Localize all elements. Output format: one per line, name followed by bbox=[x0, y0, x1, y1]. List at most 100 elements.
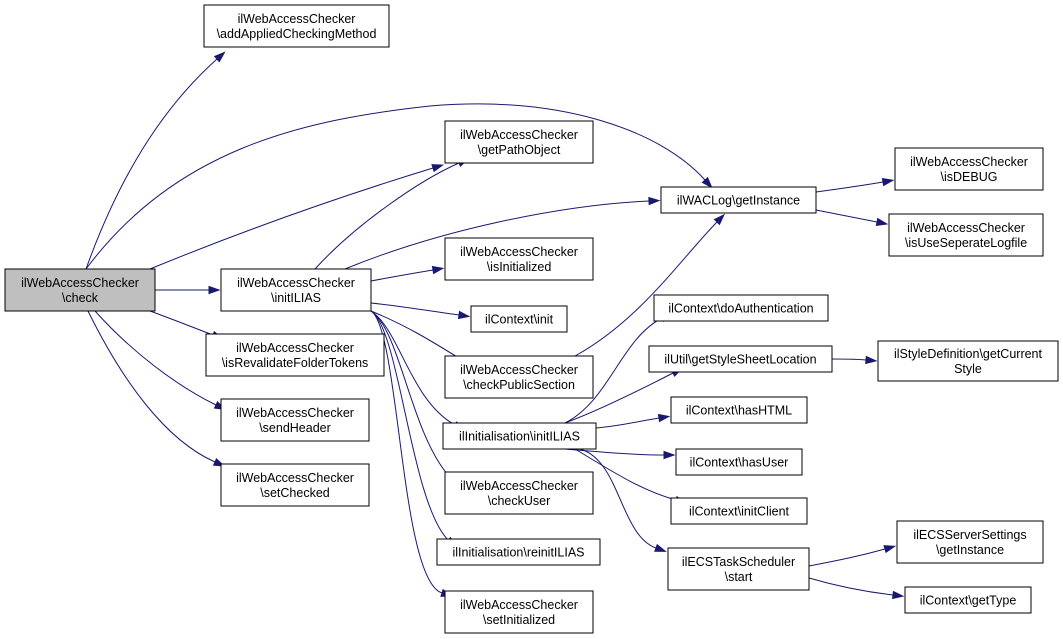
edge-line bbox=[831, 358, 867, 361]
node-ecsStart[interactable]: ilECSTaskScheduler\start bbox=[667, 547, 810, 591]
node-box bbox=[653, 294, 829, 322]
node-isRevalidate[interactable]: ilWebAccessChecker\isRevalidateFolderTok… bbox=[205, 333, 385, 377]
edge-line bbox=[370, 269, 434, 282]
node-label-line: \isUseSeperateLogfile bbox=[905, 236, 1027, 250]
node-initInitILIAS[interactable]: ilInitialisation\initILIAS bbox=[442, 422, 597, 450]
node-label-line: ilWACLog\getInstance bbox=[677, 194, 800, 208]
node-box bbox=[220, 268, 372, 312]
node-label-line: ilInitialisation\initILIAS bbox=[459, 430, 580, 444]
node-addApplied[interactable]: ilWebAccessChecker\addAppliedCheckingMet… bbox=[203, 4, 390, 48]
node-label-line: \setChecked bbox=[260, 486, 330, 500]
edge-line bbox=[149, 167, 434, 270]
arrowhead bbox=[431, 164, 445, 173]
node-box bbox=[675, 448, 803, 476]
node-label-line: ilWebAccessChecker bbox=[460, 363, 578, 377]
node-box bbox=[670, 396, 808, 424]
edge-initInitILIAS-to-hasUser bbox=[564, 448, 676, 460]
edge-line bbox=[370, 310, 463, 361]
edge-line bbox=[85, 103, 706, 270]
node-root[interactable]: ilWebAccessChecker\check bbox=[4, 268, 156, 312]
node-hasHTML[interactable]: ilContext\hasHTML bbox=[670, 396, 808, 424]
edge-line bbox=[370, 310, 443, 594]
edge-line bbox=[85, 58, 218, 270]
node-styleLoc[interactable]: ilUtil\getStyleSheetLocation bbox=[648, 345, 833, 373]
node-isInitialized[interactable]: ilWebAccessChecker\isInitialized bbox=[444, 237, 594, 281]
node-label-line: \sendHeader bbox=[259, 421, 331, 435]
node-label-line: \setInitialized bbox=[483, 613, 555, 627]
node-box bbox=[444, 237, 594, 281]
node-label-line: ilWebAccessChecker bbox=[907, 221, 1025, 235]
node-label-line: ilStyleDefinition\getCurrent bbox=[894, 347, 1043, 361]
node-box bbox=[220, 398, 370, 442]
node-label-line: ilContext\initClient bbox=[689, 505, 790, 519]
node-label-line: ilWebAccessChecker bbox=[460, 128, 578, 142]
node-isDebug[interactable]: ilWebAccessChecker\isDEBUG bbox=[894, 147, 1044, 191]
edge-line bbox=[815, 209, 878, 223]
edge-line bbox=[574, 221, 718, 357]
edge-line bbox=[574, 448, 677, 501]
node-setChecked[interactable]: ilWebAccessChecker\setChecked bbox=[220, 463, 370, 507]
arrowhead bbox=[648, 196, 661, 206]
node-ctxInit[interactable]: ilContext\init bbox=[470, 305, 568, 333]
node-initClient[interactable]: ilContext\initClient bbox=[670, 497, 808, 525]
edge-ecsStart-to-getType bbox=[808, 577, 905, 600]
node-box bbox=[894, 147, 1044, 191]
edge-root-to-wacLog bbox=[85, 103, 713, 270]
arrowhead bbox=[865, 355, 878, 365]
node-label-line: \isInitialized bbox=[487, 260, 552, 274]
arrowhead bbox=[457, 310, 471, 320]
node-hasUser[interactable]: ilContext\hasUser bbox=[675, 448, 803, 476]
node-label-line: ilWebAccessChecker bbox=[236, 341, 354, 355]
node-initILIAS[interactable]: ilWebAccessChecker\initILIAS bbox=[220, 268, 372, 312]
node-label-line: ilContext\getType bbox=[920, 594, 1017, 608]
arrowhead bbox=[701, 176, 713, 189]
edge-line bbox=[87, 310, 216, 463]
node-wacLog[interactable]: ilWACLog\getInstance bbox=[660, 186, 817, 214]
node-box bbox=[904, 586, 1032, 614]
node-setInitialized[interactable]: ilWebAccessChecker\setInitialized bbox=[444, 590, 594, 634]
node-label-line: ilInitialisation\reinitILIAS bbox=[452, 546, 584, 560]
node-sendHeader[interactable]: ilWebAccessChecker\sendHeader bbox=[220, 398, 370, 442]
node-box bbox=[670, 497, 808, 525]
node-label-line: ilContext\doAuthentication bbox=[668, 302, 813, 316]
node-label-line: ilWebAccessChecker bbox=[237, 276, 355, 290]
node-label-line: \checkPublicSection bbox=[463, 378, 575, 392]
edge-line bbox=[370, 310, 449, 476]
node-label-line: \checkUser bbox=[488, 494, 551, 508]
node-ecsSettings[interactable]: ilECSServerSettings\getInstance bbox=[896, 520, 1044, 564]
node-box bbox=[444, 590, 594, 634]
node-label-line: ilContext\hasHTML bbox=[686, 404, 792, 418]
node-doAuth[interactable]: ilContext\doAuthentication bbox=[653, 294, 829, 322]
node-reinit[interactable]: ilInitialisation\reinitILIAS bbox=[436, 538, 601, 566]
node-label-line: ilWebAccessChecker bbox=[910, 155, 1028, 169]
node-label-line: ilECSTaskScheduler bbox=[682, 555, 795, 569]
edge-initILIAS-to-wacLog bbox=[344, 196, 661, 270]
arrowhead bbox=[208, 285, 221, 295]
node-getType[interactable]: ilContext\getType bbox=[904, 586, 1032, 614]
node-label-line: \addAppliedCheckingMethod bbox=[217, 27, 377, 41]
edge-line bbox=[595, 417, 660, 429]
node-box bbox=[648, 345, 833, 373]
edge-line bbox=[344, 200, 650, 270]
edge-line bbox=[94, 310, 217, 406]
node-label-line: ilContext\hasUser bbox=[690, 456, 789, 470]
node-label-line: \getInstance bbox=[936, 543, 1004, 557]
arrowhead bbox=[657, 413, 671, 423]
node-isUseSep[interactable]: ilWebAccessChecker\isUseSeperateLogfile bbox=[888, 213, 1044, 257]
node-label-line: ilWebAccessChecker bbox=[21, 276, 139, 290]
edge-line bbox=[579, 448, 657, 549]
node-getPathObject[interactable]: ilWebAccessChecker\getPathObject bbox=[444, 120, 594, 164]
edge-line bbox=[564, 317, 663, 424]
node-label-line: \isRevalidateFolderTokens bbox=[222, 356, 369, 370]
node-checkPublic[interactable]: ilWebAccessChecker\checkPublicSection bbox=[444, 355, 594, 399]
edge-line bbox=[564, 448, 665, 456]
node-label-line: ilWebAccessChecker bbox=[236, 406, 354, 420]
edge-line bbox=[370, 302, 460, 316]
node-box bbox=[660, 186, 817, 214]
node-label-line: \start bbox=[725, 570, 753, 584]
node-checkUser[interactable]: ilWebAccessChecker\checkUser bbox=[444, 471, 594, 515]
edge-initInitILIAS-to-ecsStart bbox=[579, 448, 667, 552]
arrowhead bbox=[892, 590, 905, 600]
